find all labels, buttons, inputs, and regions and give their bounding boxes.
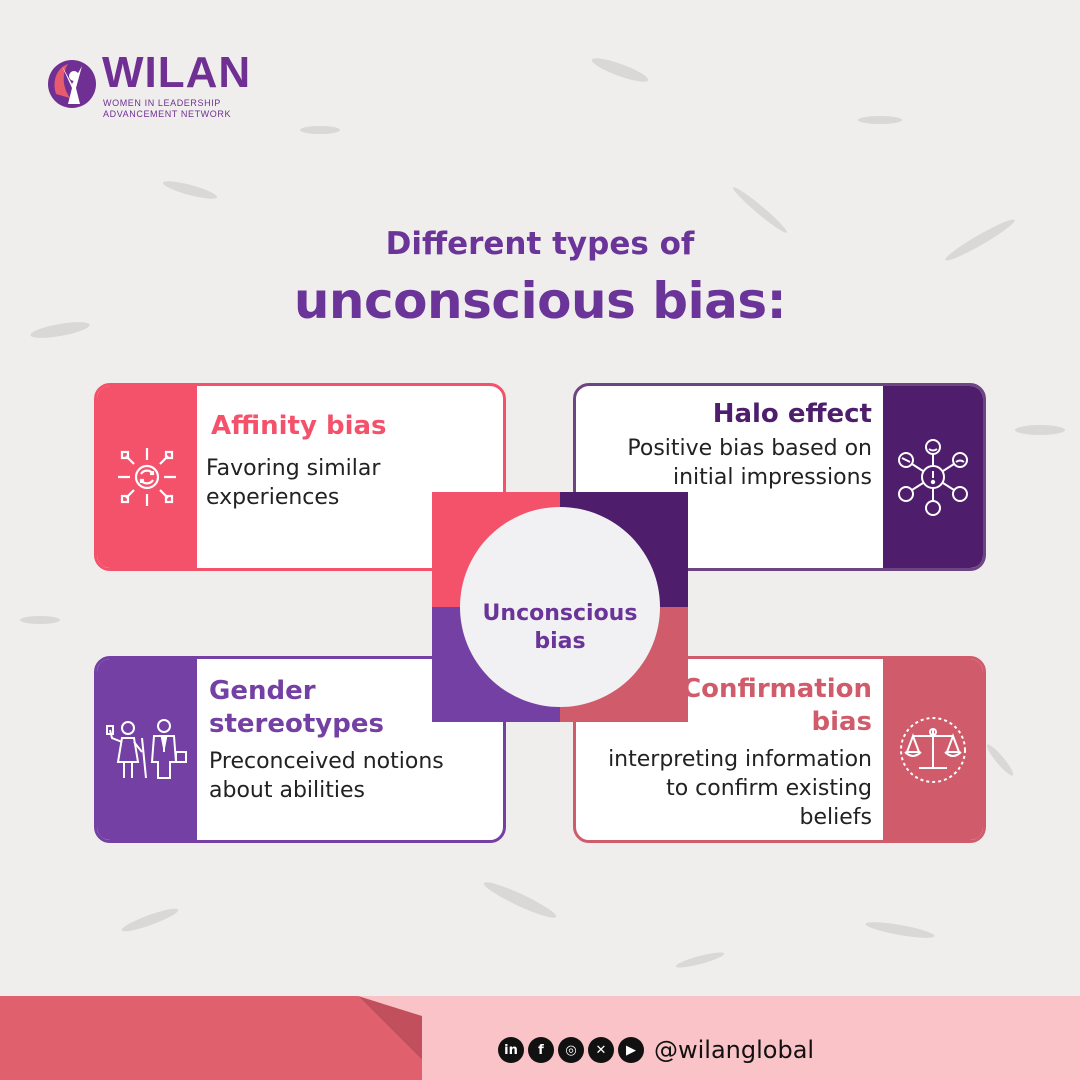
headline-line1: Different types of (385, 226, 695, 262)
footer-band (0, 996, 1080, 1080)
card-gender-stereotypes: Gender stereotypes Preconceived notions … (94, 656, 506, 843)
card-gender-band (97, 659, 197, 840)
brand-tagline-line2: ADVANCEMENT NETWORK (103, 109, 232, 119)
card-affinity-band (97, 386, 197, 568)
facebook-icon[interactable]: f (528, 1037, 554, 1063)
instagram-icon[interactable]: ◎ (558, 1037, 584, 1063)
card-confirmation-title: Confirmation bias (682, 674, 872, 737)
card-confirmation-desc: interpreting information to confirm exis… (608, 747, 872, 830)
center-ring (432, 492, 688, 722)
card-confirmation-band (883, 659, 983, 840)
gender-roles-icon (106, 718, 187, 779)
card-confirmation-bias: Confirmation bias interpreting informati… (573, 656, 986, 843)
balance-scale-icon (900, 716, 966, 783)
x-icon[interactable]: ✕ (588, 1037, 614, 1063)
card-affinity-title: Affinity bias (211, 411, 387, 441)
card-halo-band (883, 386, 983, 568)
card-affinity-desc: Favoring similar experiences (206, 456, 381, 510)
sun-cycle-icon (118, 448, 176, 506)
wilan-logo: WILAN WOMEN IN LEADERSHIP ADVANCEMENT NE… (46, 48, 256, 119)
headline-line2: unconscious bias: (293, 272, 787, 330)
brand-name: WILAN (102, 48, 252, 97)
card-halo-effect: Halo effect Positive bias based on initi… (573, 383, 986, 571)
ring-inner-disc (460, 507, 660, 707)
youtube-icon[interactable]: ▶ (618, 1037, 644, 1063)
wilan-figure-icon (48, 60, 96, 108)
card-gender-title: Gender stereotypes (209, 676, 384, 739)
card-affinity-bias: Affinity bias Favoring similar experienc… (94, 383, 506, 571)
center-label: Unconscious bias (482, 601, 638, 654)
emotions-network-icon (898, 439, 968, 516)
card-halo-title: Halo effect (712, 399, 872, 429)
card-halo-desc: Positive bias based on initial impressio… (627, 436, 872, 490)
social-bar: in f ◎ ✕ ▶ @wilanglobal (498, 1036, 814, 1064)
brand-tagline-line1: WOMEN IN LEADERSHIP (103, 98, 221, 108)
card-gender-desc: Preconceived notions about abilities (209, 749, 444, 803)
linkedin-icon[interactable]: in (498, 1037, 524, 1063)
social-handle[interactable]: @wilanglobal (654, 1036, 815, 1064)
